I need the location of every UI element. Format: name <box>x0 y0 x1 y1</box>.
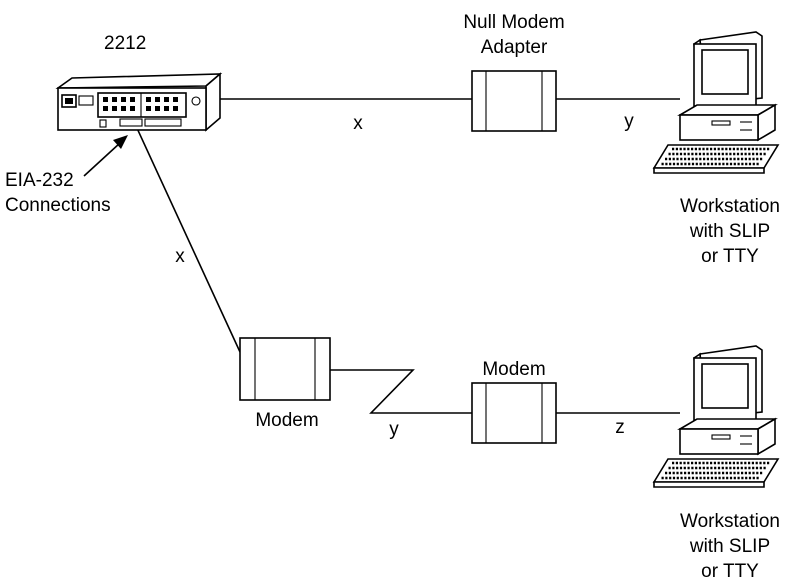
modem-left-label: Modem <box>255 410 318 431</box>
modem-left-icon <box>240 338 330 400</box>
workstation-bottom-label-line2: with SLIP <box>689 536 770 557</box>
eia-label-line1: EIA-232 <box>5 170 74 191</box>
null-modem-label-line2: Adapter <box>481 37 548 58</box>
link-label-top-x: x <box>353 113 363 134</box>
modem-right-icon <box>472 383 556 443</box>
null-modem-adapter-icon <box>472 71 556 131</box>
eia-pointer-arrow <box>84 135 128 176</box>
null-modem-label-line1: Null Modem <box>463 12 564 33</box>
workstation-bottom-label-line3: or TTY <box>701 561 759 579</box>
link-label-bottom-z: z <box>615 417 625 438</box>
modem-right-label: Modem <box>482 359 545 380</box>
workstation-top-icon <box>654 32 778 173</box>
eia-label-line2: Connections <box>5 195 111 216</box>
workstation-top-label-line1: Workstation <box>680 196 780 217</box>
router-2212-icon <box>58 74 220 130</box>
link-label-diag-x: x <box>175 246 185 267</box>
workstation-top-label-line3: or TTY <box>701 246 759 267</box>
link-label-bottom-y: y <box>389 419 399 440</box>
workstation-top-label-line2: with SLIP <box>689 221 770 242</box>
workstation-bottom-label-line1: Workstation <box>680 511 780 532</box>
router-label: 2212 <box>104 33 146 54</box>
link-label-top-y: y <box>624 111 634 132</box>
router-to-modem-line <box>136 126 240 352</box>
phone-line-zigzag <box>330 370 472 413</box>
workstation-bottom-icon <box>654 346 778 487</box>
